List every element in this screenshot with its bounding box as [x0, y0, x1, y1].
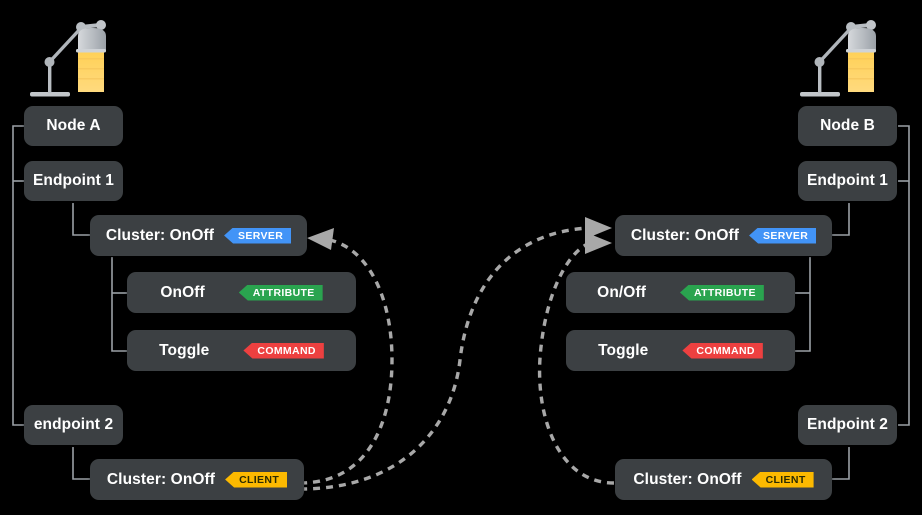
- left-cluster-to-command: [111, 257, 127, 352]
- command-badge: COMMAND: [243, 342, 324, 359]
- desk-lamp-icon-right: [800, 20, 876, 97]
- right-endpoint-1-label: Endpoint 1: [806, 172, 889, 189]
- right-server-cluster-label: Cluster: OnOff: [630, 226, 740, 244]
- left-spine: [12, 125, 24, 426]
- server-badge: SERVER: [224, 227, 292, 244]
- right-endpoint-2-label: Endpoint 2: [806, 416, 889, 433]
- left-endpoint-1-label: Endpoint 1: [32, 172, 115, 189]
- right-command-box[interactable]: Toggle COMMAND: [566, 330, 795, 371]
- left-attribute-box[interactable]: OnOff ATTRIBUTE: [127, 272, 356, 313]
- attribute-badge: ATTRIBUTE: [238, 284, 323, 301]
- left-endpoint-1-box[interactable]: Endpoint 1: [24, 161, 123, 201]
- left-command-label: Toggle: [159, 341, 210, 359]
- client-badge: CLIENT: [225, 471, 288, 488]
- left-endpoint1-to-cluster: [72, 203, 90, 236]
- server-badge: SERVER: [749, 227, 817, 244]
- right-attribute-box[interactable]: On/Off ATTRIBUTE: [566, 272, 795, 313]
- left-command-box[interactable]: Toggle COMMAND: [127, 330, 356, 371]
- left-server-cluster-box[interactable]: Cluster: OnOff SERVER: [90, 215, 307, 256]
- right-endpoint1-to-cluster: [832, 203, 850, 236]
- binding-arrowhead-left-server: [307, 228, 334, 250]
- left-endpoint2-to-client: [72, 447, 90, 480]
- right-server-cluster-box[interactable]: Cluster: OnOff SERVER: [615, 215, 832, 256]
- left-client-cluster-label: Cluster: OnOff: [106, 470, 216, 488]
- right-command-label: Toggle: [598, 341, 649, 359]
- node-a-box[interactable]: Node A: [24, 106, 123, 146]
- right-cluster-to-command: [795, 257, 811, 352]
- binding-arrowhead-right-server-from-left: [585, 217, 612, 239]
- right-endpoint-1-box[interactable]: Endpoint 1: [798, 161, 897, 201]
- left-endpoint-2-box[interactable]: endpoint 2: [24, 405, 123, 445]
- right-client-cluster-box[interactable]: Cluster: OnOff CLIENT: [615, 459, 832, 500]
- right-attribute-label: On/Off: [597, 283, 646, 301]
- left-attribute-label: OnOff: [160, 283, 205, 301]
- left-client-cluster-box[interactable]: Cluster: OnOff CLIENT: [90, 459, 304, 500]
- client-badge: CLIENT: [751, 471, 814, 488]
- right-client-cluster-label: Cluster: OnOff: [633, 470, 742, 488]
- command-badge: COMMAND: [682, 342, 763, 359]
- node-a-label: Node A: [46, 117, 101, 134]
- right-endpoint2-to-client: [832, 447, 850, 480]
- left-endpoint-2-label: endpoint 2: [33, 416, 114, 433]
- binding-arrowhead-right-server-from-right: [585, 232, 612, 254]
- attribute-badge: ATTRIBUTE: [679, 284, 764, 301]
- desk-lamp-icon-left: [30, 20, 106, 97]
- node-b-label: Node B: [820, 117, 875, 134]
- right-endpoint-2-box[interactable]: Endpoint 2: [798, 405, 897, 445]
- right-spine: [898, 125, 910, 426]
- node-b-box[interactable]: Node B: [798, 106, 897, 146]
- left-server-cluster-label: Cluster: OnOff: [105, 226, 215, 244]
